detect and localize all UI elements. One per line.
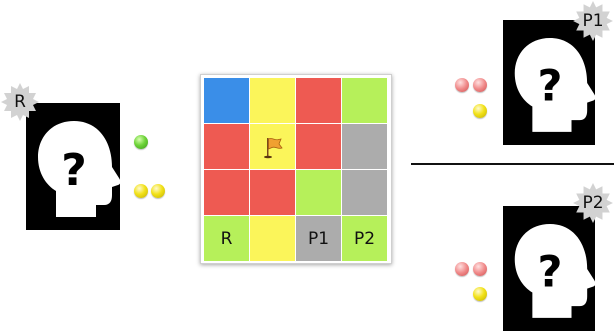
agent-r-chip-green [134, 135, 148, 149]
agent-p2-badge-label: P2 [582, 193, 604, 213]
svg-text:?: ? [61, 145, 87, 196]
board-cell-r4-c3: P1 [296, 216, 341, 261]
board-cell-r4-c4: P2 [342, 216, 387, 261]
agent-p1-badge: P1 [572, 0, 614, 42]
board-cell-r3-c2 [250, 170, 295, 215]
board-cell-r1-c3 [296, 78, 341, 123]
agent-p1-card: ? [503, 20, 595, 145]
unknown-head-icon: ? [514, 223, 595, 318]
agent-p1-badge-label: P1 [582, 11, 604, 31]
board-cell-r3-c4 [342, 170, 387, 215]
divider-line [411, 163, 614, 165]
agent-p2-card: ? [503, 206, 595, 331]
svg-text:?: ? [537, 62, 562, 112]
agent-p2-chip-red-2 [473, 262, 487, 276]
board-cell-label: P1 [307, 228, 330, 249]
board-cell-label: R [220, 228, 233, 249]
board-cell-r4-c2 [250, 216, 295, 261]
agent-r-badge: R [0, 82, 40, 122]
board-cell-r3-c3 [296, 170, 341, 215]
agent-p1-chip-red-2 [473, 78, 487, 92]
game-board: R P1 P2 [200, 74, 392, 264]
board-cell-r4-c1: R [204, 216, 249, 261]
flag-icon [263, 137, 283, 158]
board-cell-r2-c3 [296, 124, 341, 169]
board-cell-r1-c4 [342, 78, 387, 123]
agent-p2-chip-red-1 [455, 262, 469, 276]
agent-r-chip-yellow-2 [151, 184, 165, 198]
board-cell-r1-c2 [250, 78, 295, 123]
agent-p1-chip-red-1 [455, 78, 469, 92]
board-cell-label: P2 [353, 228, 376, 249]
agent-r-card: ? [26, 103, 120, 230]
unknown-head-icon: ? [38, 121, 120, 217]
board-cell-r2-c2 [250, 124, 295, 169]
agent-p2-chip-yellow [473, 287, 487, 301]
unknown-head-icon: ? [514, 37, 595, 132]
board-cell-r3-c1 [204, 170, 249, 215]
board-cell-r2-c4 [342, 124, 387, 169]
agent-p2-badge: P2 [572, 182, 614, 224]
board-cell-r2-c1 [204, 124, 249, 169]
agent-p1-chip-yellow [473, 104, 487, 118]
agent-r-chip-yellow-1 [134, 184, 148, 198]
agent-r-badge-label: R [14, 92, 26, 112]
board-cell-r1-c1 [204, 78, 249, 123]
svg-text:?: ? [537, 248, 562, 298]
